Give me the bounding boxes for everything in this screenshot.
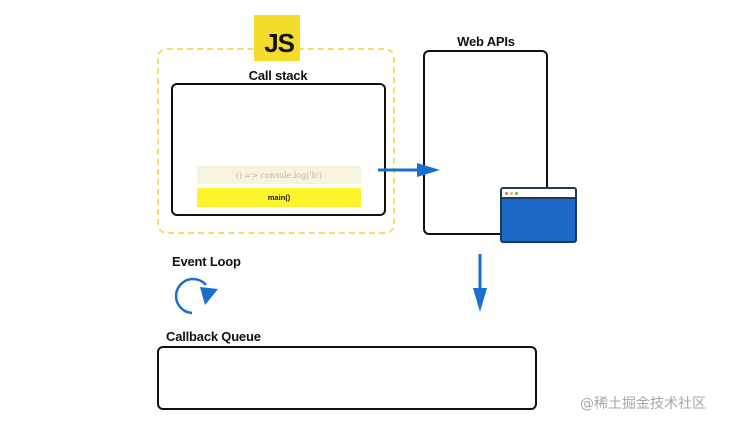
- stack-frame-callback: () => console.log('b'): [197, 166, 361, 184]
- callback-queue-box: [157, 346, 537, 410]
- browser-dot-green: [515, 191, 518, 195]
- stack-frame-main: main(): [197, 188, 361, 207]
- callback-queue-title: Callback Queue: [166, 329, 261, 344]
- browser-window-icon: [500, 187, 577, 243]
- call-stack-to-web-apis-arrow: [378, 163, 440, 177]
- web-apis-title: Web APIs: [457, 34, 515, 49]
- browser-title-bar: [502, 189, 575, 199]
- js-logo-text: JS: [264, 28, 295, 58]
- watermark: @稀土掘金技术社区: [580, 396, 706, 412]
- call-stack-title: Call stack: [248, 68, 308, 83]
- browser-dot-yellow: [510, 191, 513, 195]
- web-apis-to-callback-queue-arrow: [473, 254, 487, 312]
- browser-dot-red: [505, 191, 508, 195]
- circular-arrow-icon: [174, 277, 218, 315]
- js-logo-icon: JS: [254, 15, 300, 61]
- event-loop-title: Event Loop: [172, 254, 241, 269]
